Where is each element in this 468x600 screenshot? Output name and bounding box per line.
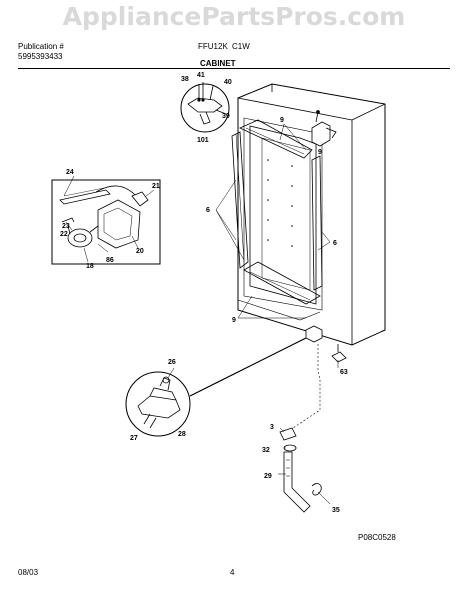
callout-101: 101 xyxy=(197,137,209,144)
callout-63: 63 xyxy=(340,369,348,376)
callout-9-bottom: 9 xyxy=(232,317,236,324)
callout-86: 86 xyxy=(106,257,114,264)
callout-27: 27 xyxy=(130,435,138,442)
callout-18: 18 xyxy=(86,263,94,270)
callout-29: 29 xyxy=(264,473,272,480)
callout-20: 20 xyxy=(136,248,144,255)
detail-connector-line xyxy=(189,337,307,397)
callout-24: 24 xyxy=(66,169,74,176)
callout-38: 38 xyxy=(181,76,189,83)
model-number: FFU12K xyxy=(198,42,228,51)
detail-circle-28 xyxy=(125,371,191,437)
header-rule xyxy=(18,68,450,69)
callout-35: 35 xyxy=(332,507,340,514)
callout-26: 26 xyxy=(168,359,176,366)
detail-circle-101 xyxy=(180,82,230,133)
model-suffix: C1W xyxy=(232,42,250,51)
figure-code: P08C0528 xyxy=(358,533,396,542)
callout-22: 22 xyxy=(60,231,68,238)
callout-39: 39 xyxy=(222,113,230,120)
page-number: 4 xyxy=(230,568,235,577)
callout-41: 41 xyxy=(197,72,205,79)
drain-hose-assembly xyxy=(279,344,347,513)
callout-21: 21 xyxy=(152,183,160,190)
callout-6-left: 6 xyxy=(206,207,210,214)
drain-dash-line xyxy=(289,344,321,431)
section-title: CABINET xyxy=(200,59,236,68)
callout-numbers: 38 41 40 39 101 9 9 24 21 6 6 23 22 20 1… xyxy=(60,72,348,514)
callout-28: 28 xyxy=(178,431,186,438)
callout-9-right: 9 xyxy=(318,149,322,156)
cabinet-body xyxy=(231,83,386,346)
publication-number: 5995393433 xyxy=(18,52,63,61)
publication-label: Publication # xyxy=(18,42,64,51)
callout-23: 23 xyxy=(62,223,70,230)
callout-32: 32 xyxy=(262,447,270,454)
callout-40: 40 xyxy=(224,79,232,86)
callout-3: 3 xyxy=(270,424,274,431)
footer-date: 08/03 xyxy=(18,568,39,577)
leader-lines xyxy=(63,123,339,505)
detail-box-drain xyxy=(51,179,161,265)
callout-9-top: 9 xyxy=(280,117,284,124)
callout-6-right: 6 xyxy=(333,240,337,247)
watermark: AppliancePartsPros.com xyxy=(62,2,406,31)
